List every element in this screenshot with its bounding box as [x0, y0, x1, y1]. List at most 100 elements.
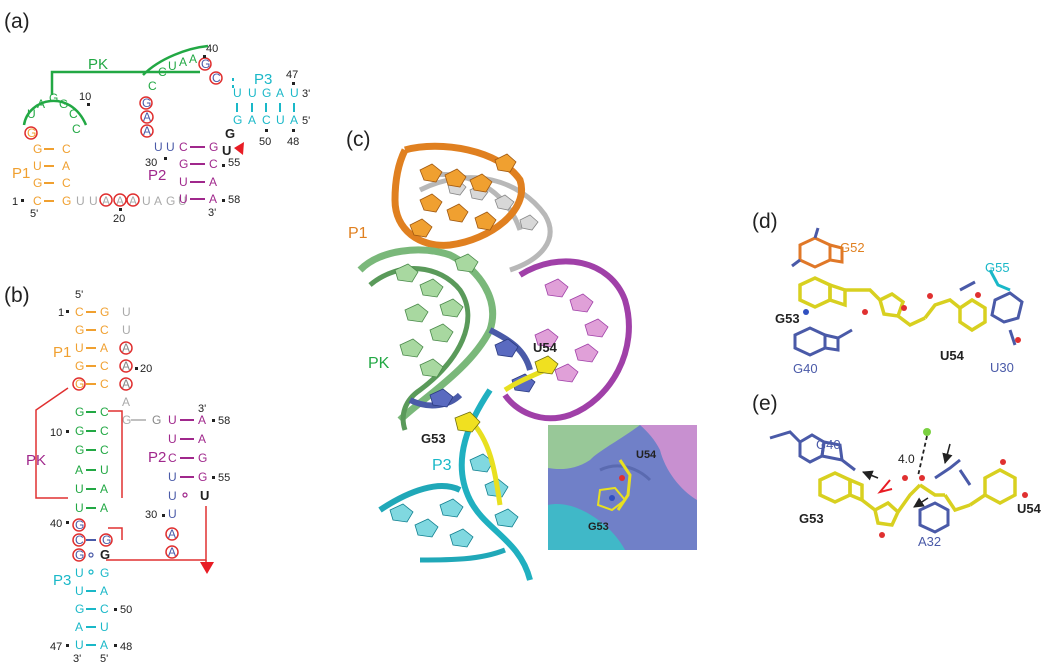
svg-text:A: A	[122, 395, 130, 409]
g53-base-d	[798, 276, 987, 333]
svg-text:G: G	[100, 566, 109, 580]
p2-stem-b: G U U C U U A A G G	[152, 413, 207, 503]
svg-text:A: A	[122, 377, 130, 391]
svg-text:A: A	[100, 501, 108, 515]
svg-text:U: U	[168, 59, 177, 73]
svg-text:G: G	[233, 113, 242, 127]
svg-text:G: G	[225, 126, 235, 141]
svg-text:A: A	[209, 175, 217, 189]
g53-label-d: G53	[775, 311, 800, 326]
svg-text:G: G	[122, 413, 131, 427]
svg-text:C: C	[100, 405, 109, 419]
mg-ion	[923, 428, 931, 436]
svg-text:G: G	[49, 91, 58, 105]
u54-label-inset: U54	[636, 449, 657, 461]
svg-text:G: G	[142, 96, 151, 110]
svg-text:50: 50	[120, 604, 132, 616]
panel-e-label: (e)	[752, 392, 778, 415]
svg-text:U: U	[27, 107, 36, 121]
svg-text:A: A	[276, 86, 284, 100]
svg-text:C: C	[100, 323, 109, 337]
svg-text:C: C	[100, 443, 109, 457]
g55-label: G55	[985, 260, 1010, 275]
svg-text:A: A	[75, 463, 83, 477]
g55-u30-d	[959, 269, 1024, 346]
svg-text:48: 48	[120, 641, 132, 653]
svg-text:G: G	[75, 323, 84, 337]
p3-helix: U U G A U G A C U A	[232, 78, 299, 127]
right-loop: C C U A A G C	[148, 52, 221, 93]
svg-text:C: C	[69, 107, 78, 121]
svg-text:C: C	[212, 71, 221, 85]
svg-text:C: C	[75, 533, 84, 547]
svg-text:A: A	[154, 194, 162, 208]
svg-text:C: C	[179, 140, 188, 154]
svg-text:G: G	[62, 194, 71, 208]
svg-text:50: 50	[259, 136, 271, 148]
circle-marker	[24, 126, 38, 140]
svg-text:U: U	[166, 140, 175, 154]
svg-text:A: A	[198, 432, 206, 446]
svg-text:G: G	[152, 413, 161, 427]
p1-stem: G U G C C A C G	[33, 142, 71, 208]
svg-text:G: G	[179, 157, 188, 171]
svg-text:A: A	[129, 194, 137, 208]
svg-text:G: G	[75, 443, 84, 457]
distance-dashed	[917, 435, 928, 477]
svg-text:A: A	[248, 113, 256, 127]
svg-text:A: A	[290, 113, 298, 127]
svg-text:U: U	[200, 488, 209, 503]
svg-text:G: G	[102, 533, 111, 547]
panel-c: (c) P1	[346, 128, 697, 581]
svg-text:G: G	[209, 140, 218, 154]
svg-text:40: 40	[50, 518, 62, 530]
u54-label-c: U54	[533, 340, 558, 355]
pk-label-c: PK	[368, 355, 390, 372]
svg-text:A: A	[100, 341, 108, 355]
svg-text:U: U	[168, 432, 177, 446]
svg-text:G: G	[33, 142, 42, 156]
svg-text:A: A	[168, 527, 176, 541]
svg-text:U: U	[154, 140, 163, 154]
svg-text:C: C	[100, 602, 109, 616]
svg-text:5': 5'	[30, 208, 38, 220]
svg-text:G: G	[75, 424, 84, 438]
svg-text:U: U	[179, 192, 188, 206]
svg-text:U: U	[168, 507, 177, 521]
panel-b-label: (b)	[4, 284, 30, 307]
svg-text:5': 5'	[75, 289, 83, 301]
svg-text:U: U	[75, 501, 84, 515]
svg-text:U: U	[168, 413, 177, 427]
svg-text:47: 47	[286, 69, 298, 81]
svg-text:A: A	[179, 55, 187, 69]
svg-text:C: C	[72, 122, 81, 136]
panel-c-label: (c)	[346, 128, 371, 151]
panel-a-label: (a)	[4, 10, 30, 33]
svg-text:U: U	[122, 305, 131, 319]
pk-label: PK	[88, 56, 108, 73]
svg-text:C: C	[100, 424, 109, 438]
svg-text:C: C	[75, 305, 84, 319]
p1-helix	[391, 142, 525, 249]
svg-text:G: G	[75, 377, 84, 391]
panel-d-label: (d)	[752, 210, 778, 233]
svg-text:C: C	[100, 359, 109, 373]
svg-text:C: C	[209, 157, 218, 171]
panel-a: (a) PK U A G G C C 10 G G U G C C A	[4, 10, 310, 225]
svg-text:U: U	[168, 470, 177, 484]
u30-label: U30	[990, 360, 1014, 375]
svg-text:A: A	[62, 159, 70, 173]
p1-label-b: P1	[53, 344, 71, 361]
p1-label: P1	[12, 165, 30, 182]
svg-text:G: G	[198, 451, 207, 465]
p3-helix	[378, 388, 533, 581]
pk-bracket-b	[35, 387, 123, 499]
u54-label-d: U54	[940, 348, 965, 363]
svg-text:5': 5'	[302, 115, 310, 127]
svg-text:U: U	[76, 194, 85, 208]
pk-label-b: PK	[26, 452, 46, 469]
p2-stem: U U C G U U G C A A	[154, 140, 218, 206]
p3-label-b: P3	[53, 572, 71, 589]
svg-text:G: G	[59, 97, 68, 111]
